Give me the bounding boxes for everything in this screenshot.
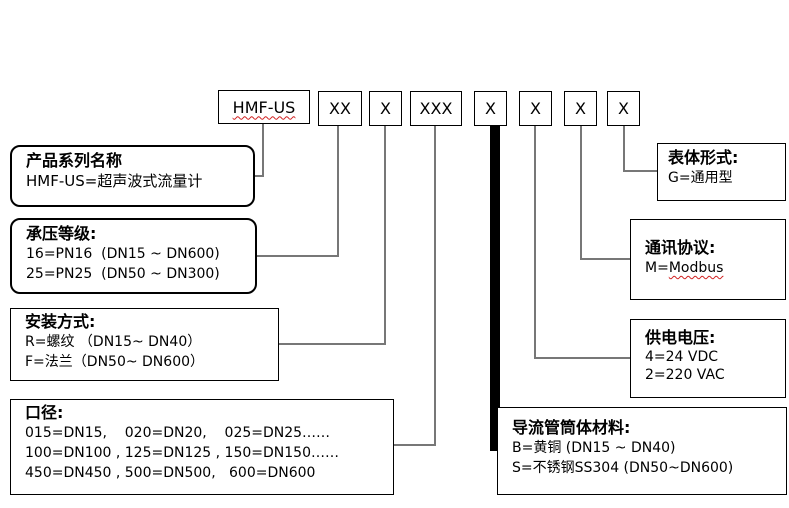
connector-diameter bbox=[434, 126, 436, 446]
protocol-value: Modbus bbox=[668, 260, 724, 276]
power-supply-title: 供电电压: bbox=[645, 328, 716, 347]
code-label: X bbox=[618, 99, 629, 118]
body-form-box: 表体形式: G=通用型 bbox=[657, 143, 786, 201]
install-method-box: 安装方式: R=螺纹 （DN15~ DN40） F=法兰（DN50~ DN600… bbox=[10, 308, 279, 381]
pressure-rating-title: 承压等级: bbox=[26, 224, 97, 243]
install-method-line: F=法兰（DN50~ DN600） bbox=[25, 354, 205, 370]
code-label: X bbox=[380, 99, 391, 118]
code-segment-form: X bbox=[607, 91, 640, 126]
product-series-title: 产品系列名称 bbox=[26, 151, 123, 170]
connector-power-h bbox=[534, 357, 631, 359]
connector-pressure-h bbox=[256, 255, 339, 257]
diameter-line: 450=DN450 , 500=DN500, 600=DN600 bbox=[25, 465, 316, 481]
material-title: 导流管筒体材料: bbox=[512, 418, 631, 437]
connector-pressure bbox=[337, 126, 339, 257]
body-form-title: 表体形式: bbox=[668, 148, 739, 167]
product-series-line: HMF-US=超声波式流量计 bbox=[26, 172, 203, 190]
code-label: X bbox=[575, 99, 586, 118]
code-segment-install: X bbox=[369, 91, 402, 126]
diameter-line: 015=DN15, 020=DN20, 025=DN25…… bbox=[25, 425, 331, 441]
protocol-line: M=Modbus bbox=[645, 260, 724, 276]
install-method-title: 安装方式: bbox=[25, 312, 96, 331]
power-supply-box: 供电电压: 4=24 VDC 2=220 VAC bbox=[630, 319, 786, 398]
diameter-title: 口径: bbox=[25, 403, 64, 422]
code-segment-model: HMF-US bbox=[218, 90, 310, 124]
code-label: X bbox=[485, 99, 496, 118]
connector-install bbox=[384, 126, 386, 345]
connector-power bbox=[534, 126, 536, 358]
diameter-box: 口径: 015=DN15, 020=DN20, 025=DN25…… 100=D… bbox=[10, 399, 394, 495]
code-label: X bbox=[530, 99, 541, 118]
body-form-line: G=通用型 bbox=[668, 170, 733, 186]
connector-material bbox=[490, 126, 500, 451]
code-segment-pressure: XX bbox=[318, 91, 362, 126]
code-label: HMF-US bbox=[232, 97, 296, 117]
connector-model bbox=[262, 124, 264, 176]
code-label: XX bbox=[329, 99, 351, 118]
material-line: S=不锈钢SS304 (DN50~DN600) bbox=[512, 460, 734, 476]
connector-protocol-h bbox=[580, 258, 631, 260]
material-line: B=黄铜 (DN15 ~ DN40) bbox=[512, 440, 676, 456]
material-box: 导流管筒体材料: B=黄铜 (DN15 ~ DN40) S=不锈钢SS304 (… bbox=[497, 407, 787, 495]
connector-form bbox=[623, 126, 625, 171]
connector-model-h bbox=[254, 175, 264, 177]
power-supply-line: 2=220 VAC bbox=[645, 367, 725, 383]
code-segment-power: X bbox=[519, 91, 552, 126]
code-segment-diameter: XXX bbox=[410, 91, 462, 126]
install-method-line: R=螺纹 （DN15~ DN40） bbox=[25, 334, 202, 350]
code-segment-material: X bbox=[474, 91, 507, 126]
code-label: XXX bbox=[419, 99, 453, 118]
pressure-rating-line: 25=PN25 (DN50 ~ DN300) bbox=[26, 266, 220, 282]
protocol-title: 通讯协议: bbox=[645, 238, 716, 257]
connector-diameter-h bbox=[393, 444, 436, 446]
connector-install-h bbox=[278, 343, 386, 345]
connector-form-h bbox=[623, 170, 658, 172]
power-supply-line: 4=24 VDC bbox=[645, 349, 719, 365]
pressure-rating-line: 16=PN16 (DN15 ~ DN600) bbox=[26, 246, 220, 262]
product-series-box: 产品系列名称 HMF-US=超声波式流量计 bbox=[10, 145, 255, 207]
protocol-box: 通讯协议: M=Modbus bbox=[630, 219, 786, 300]
pressure-rating-box: 承压等级: 16=PN16 (DN15 ~ DN600) 25=PN25 (DN… bbox=[10, 218, 257, 294]
code-segment-protocol: X bbox=[564, 91, 597, 126]
connector-protocol bbox=[580, 126, 582, 259]
diameter-line: 100=DN100 , 125=DN125 , 150=DN150…… bbox=[25, 445, 339, 461]
